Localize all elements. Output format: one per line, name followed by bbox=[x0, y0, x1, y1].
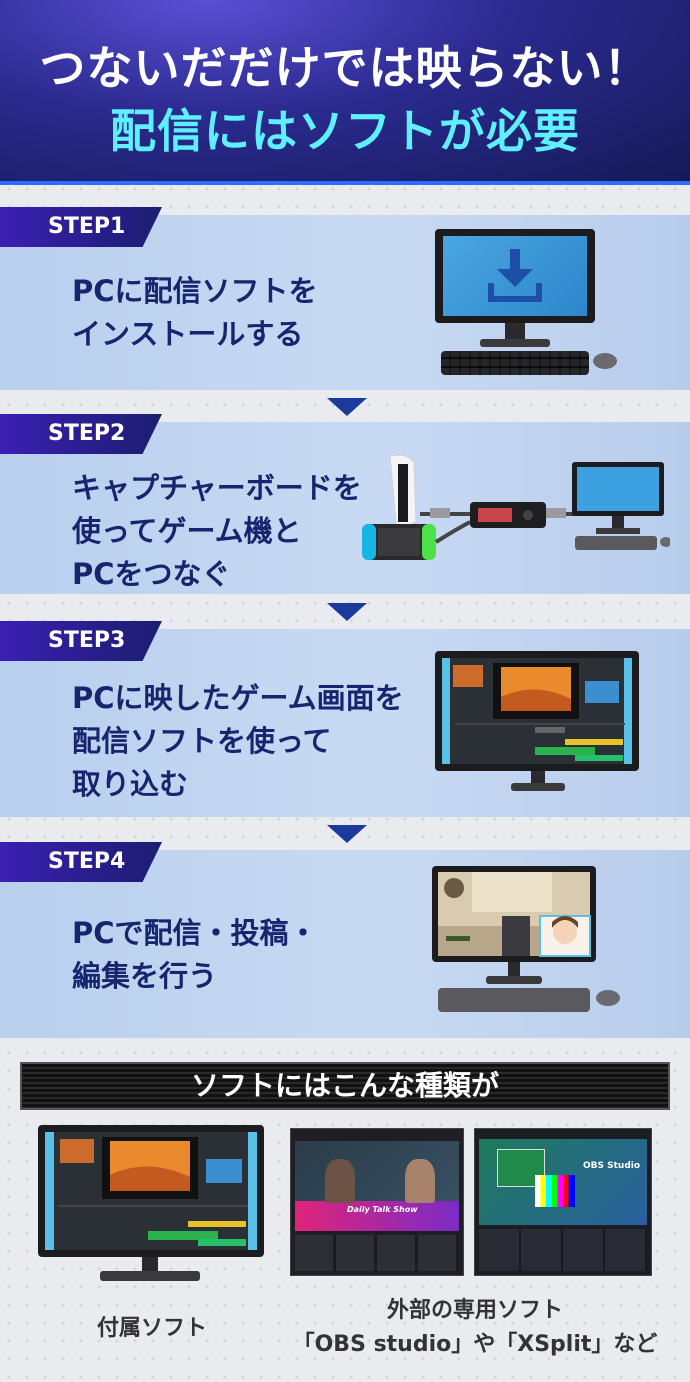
step-label: STEP3 bbox=[0, 621, 162, 661]
software-types-banner: ソフトにはこんな種類が bbox=[20, 1062, 670, 1110]
subheadline: 配信にはソフトが必要 bbox=[110, 104, 580, 158]
preview-area: OBS Studio bbox=[479, 1139, 647, 1225]
step-text: PCに配信ソフトを インストールする bbox=[72, 274, 318, 351]
step-text: PCに映したゲーム画面を 配信ソフトを使って 取り込む bbox=[72, 681, 404, 801]
step-label: STEP1 bbox=[0, 207, 162, 247]
external-software-screenshot-2: OBS Studio bbox=[474, 1128, 652, 1276]
stripe bbox=[295, 1201, 459, 1231]
external-software-caption: 外部の専用ソフト 「OBS studio」や「XSplit」など bbox=[292, 1298, 658, 1357]
step-4: STEP4 PCで配信・投稿・ 編集を行う bbox=[0, 842, 690, 1038]
pc-game-stream-illustration bbox=[432, 866, 620, 1012]
show-title: Daily Talk Show bbox=[347, 1205, 418, 1214]
pc-streaming-software-illustration bbox=[435, 651, 639, 791]
color-bars bbox=[535, 1175, 575, 1207]
section-title: ソフトにはこんな種類が bbox=[190, 1069, 499, 1102]
panels bbox=[479, 1229, 647, 1271]
step-text: キャプチャーボードを 使ってゲーム機と PCをつなぐ bbox=[72, 471, 362, 591]
down-arrow-icon bbox=[327, 825, 367, 843]
card-game bbox=[497, 1149, 545, 1187]
step-label: STEP2 bbox=[0, 414, 162, 454]
step-label: STEP4 bbox=[0, 842, 162, 882]
step-1: STEP1 PCに配信ソフトを インストールする bbox=[0, 207, 690, 390]
preview-area: Daily Talk Show bbox=[295, 1141, 459, 1231]
download-icon bbox=[488, 249, 542, 302]
headline: つないだだけでは映らない！ bbox=[39, 41, 651, 95]
step-2: STEP2 キャプチャーボードを 使ってゲーム機と PCをつなぐ bbox=[0, 414, 690, 594]
bundled-software-caption: 付属ソフト bbox=[96, 1316, 207, 1341]
person-left bbox=[325, 1159, 355, 1203]
capture-setup-illustration bbox=[362, 454, 670, 560]
step-3: STEP3 PCに映したゲーム画面を 配信ソフトを使って 取り込む bbox=[0, 621, 690, 817]
panels bbox=[295, 1235, 459, 1271]
down-arrow-icon bbox=[327, 603, 367, 621]
external-software-screenshot-1: Daily Talk Show bbox=[290, 1128, 464, 1276]
person-right bbox=[405, 1159, 435, 1203]
step-text: PCで配信・投稿・ 編集を行う bbox=[72, 916, 318, 993]
bundled-software-monitor bbox=[38, 1125, 264, 1281]
down-arrow-icon bbox=[327, 398, 367, 416]
obs-title: OBS Studio bbox=[583, 1161, 641, 1171]
header-banner: つないだだけでは映らない！ 配信にはソフトが必要 bbox=[0, 0, 690, 185]
